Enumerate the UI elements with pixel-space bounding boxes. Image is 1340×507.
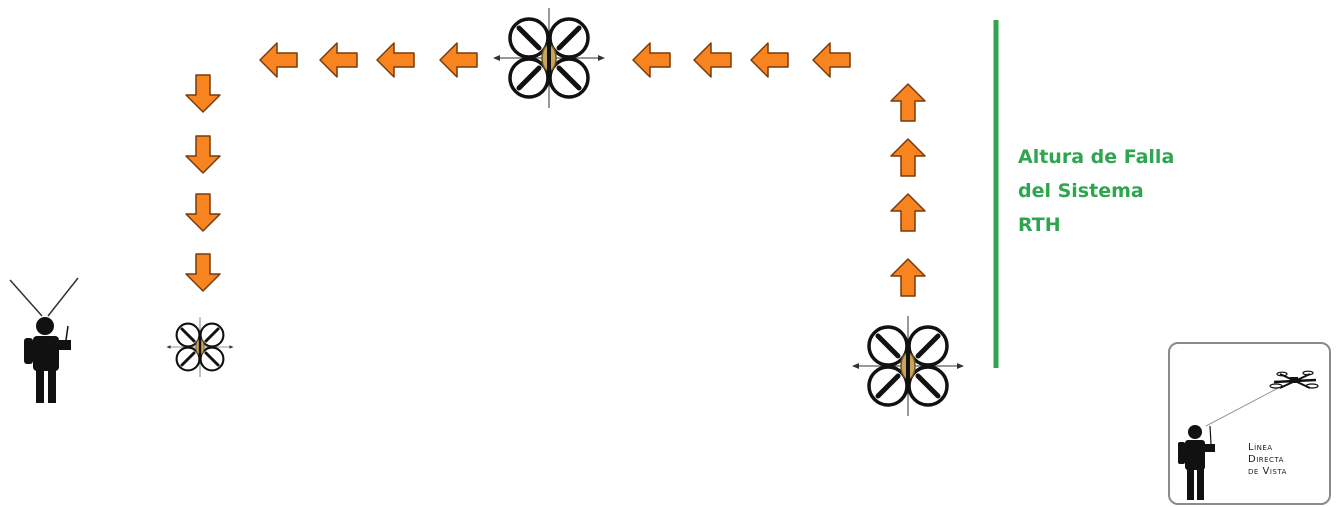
arrow-left-icon (693, 42, 732, 78)
quadcopter-start-icon (164, 315, 236, 379)
quadcopter-rth-altitude-icon (493, 8, 605, 108)
small-person-icon (1178, 425, 1215, 500)
rth-label-line2: del Sistema (1018, 180, 1144, 202)
line-of-sight-sign: Línea Directa de Vista (1168, 342, 1331, 505)
arrow-left-icon (750, 42, 789, 78)
los-line3: de Vista (1248, 466, 1287, 477)
arrow-up-icon (890, 258, 926, 297)
climb-arrows (890, 83, 926, 297)
arrow-left-icon (439, 42, 478, 78)
arrow-left-icon (632, 42, 671, 78)
rth-label-line1: Altura de Falla (1018, 146, 1175, 168)
operator-icon (9, 277, 79, 403)
sight-line (1205, 385, 1283, 427)
rth-label-line3: RTH (1018, 214, 1061, 236)
los-line2: Directa (1248, 454, 1284, 465)
los-line1: Línea (1248, 442, 1273, 453)
rth-failure-altitude-label: Altura de Falla del Sistema RTH (1018, 140, 1248, 242)
arrow-left-icon (319, 42, 358, 78)
small-drone-icon (1269, 370, 1319, 389)
arrow-down-icon (185, 74, 221, 113)
arrow-left-icon (812, 42, 851, 78)
arrow-down-icon (185, 253, 221, 292)
arrow-left-icon (376, 42, 415, 78)
descent-arrows (185, 74, 221, 292)
arrow-left-icon (259, 42, 298, 78)
arrow-down-icon (185, 193, 221, 232)
quadcopter-climb-icon (852, 316, 964, 416)
arrow-up-icon (890, 138, 926, 177)
arrow-up-icon (890, 193, 926, 232)
arrow-up-icon (890, 83, 926, 122)
line-of-sight-text: Línea Directa de Vista (1248, 442, 1287, 478)
arrow-down-icon (185, 135, 221, 174)
